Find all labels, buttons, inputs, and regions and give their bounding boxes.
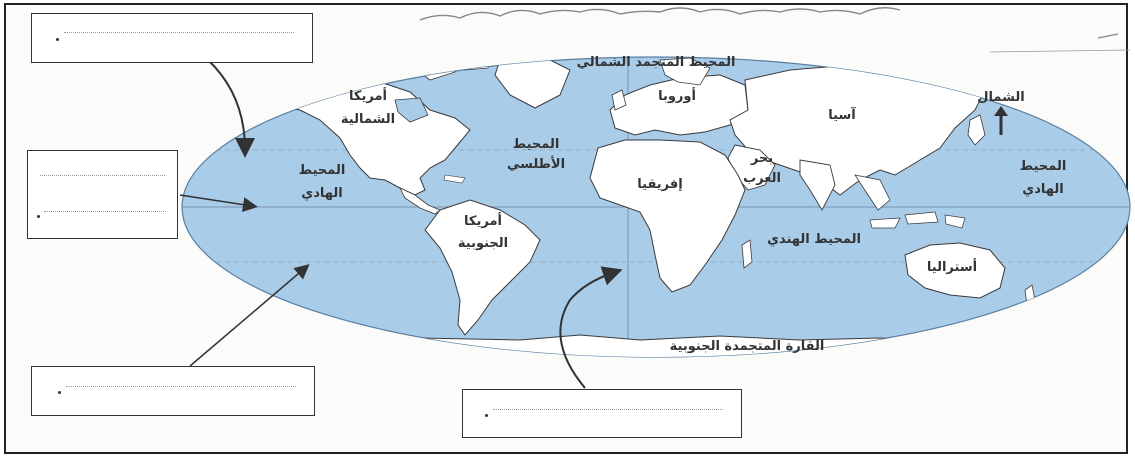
answer-box-bottom-center[interactable] <box>462 389 742 438</box>
label-south-america-2: الجنوبية <box>458 236 508 251</box>
label-north-america-1: أمريكا <box>349 87 387 104</box>
label-north-america-2: الشمالية <box>341 112 395 127</box>
pointer-arrow-middle-left <box>179 194 258 213</box>
label-arctic-ocean: المحيط المتجمد الشمالي <box>577 55 736 70</box>
label-africa: إفريقيا <box>637 177 682 192</box>
label-indian-ocean: المحيط الهندي <box>767 232 861 247</box>
answer-line[interactable] <box>493 409 723 410</box>
pointer-arrow-bottom-center <box>559 266 623 389</box>
handwriting-scribble <box>419 7 901 21</box>
answer-line[interactable] <box>44 211 166 212</box>
answer-box-bottom-left[interactable] <box>31 366 315 416</box>
label-pacific-west-2: الهادي <box>301 186 342 201</box>
label-arabian-sea-1: بحر <box>750 151 773 166</box>
answer-line[interactable] <box>66 386 296 387</box>
answer-box-top-left[interactable] <box>31 13 313 63</box>
answer-line[interactable] <box>40 175 165 176</box>
answer-line[interactable] <box>64 32 294 33</box>
answer-box-middle-left[interactable] <box>27 150 178 239</box>
pointer-arrow-top-left <box>207 59 255 158</box>
label-arabian-sea-2: العرب <box>743 171 781 186</box>
pointer-arrow-bottom-left <box>189 264 310 367</box>
label-asia: آسيا <box>828 106 856 123</box>
land-south-america <box>424 199 541 336</box>
label-south-america-1: أمريكا <box>464 212 502 229</box>
label-pacific-east-1: المحيط <box>1020 159 1067 174</box>
label-europe: أوروبا <box>658 87 696 104</box>
label-north: الشمال <box>977 90 1024 105</box>
land-africa <box>589 139 746 293</box>
label-pacific-west-1: المحيط <box>299 163 346 178</box>
label-atlantic-2: الأطلسي <box>507 155 565 172</box>
label-pacific-east-2: الهادي <box>1022 182 1063 197</box>
label-atlantic-1: المحيط <box>513 137 560 152</box>
land-australia <box>904 242 1006 299</box>
label-australia: أستراليا <box>927 258 977 275</box>
label-antarctica: القارة المتجمدة الجنوبية <box>670 339 825 354</box>
